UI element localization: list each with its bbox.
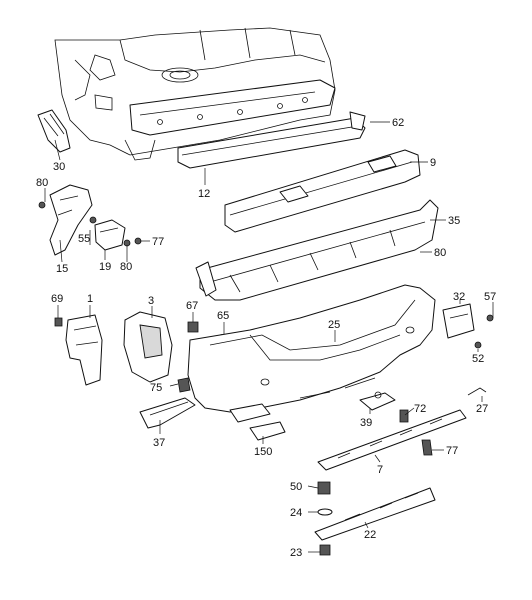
callout-77-lower: 77 <box>446 445 458 457</box>
callout-150: 150 <box>254 446 272 458</box>
part-27-wire <box>467 387 487 396</box>
part-1-bracket <box>54 314 103 386</box>
part-35-mount-bracket <box>195 199 439 301</box>
callout-62: 62 <box>392 117 404 129</box>
callout-37: 37 <box>153 437 165 449</box>
callout-7: 7 <box>377 464 383 476</box>
callout-52: 52 <box>472 353 484 365</box>
callout-27: 27 <box>476 403 488 415</box>
part-9-bumper-carrier <box>224 149 421 233</box>
leader-lines <box>44 121 494 553</box>
fasteners-left <box>38 201 142 247</box>
part-15-side-guide <box>49 184 93 256</box>
callout-3: 3 <box>148 295 154 307</box>
callout-50: 50 <box>290 481 302 493</box>
callout-23: 23 <box>290 547 302 559</box>
callout-65: 65 <box>217 310 229 322</box>
callout-39: 39 <box>360 417 372 429</box>
callout-9: 9 <box>430 157 436 169</box>
part-3-splash-guard <box>123 311 173 383</box>
callout-80-mid: 80 <box>120 261 132 273</box>
callout-75: 75 <box>150 382 162 394</box>
part-37-bracket <box>139 397 196 429</box>
callout-35: 35 <box>448 215 460 227</box>
callout-12: 12 <box>198 188 210 200</box>
callout-55: 55 <box>78 233 90 245</box>
part-150-trim <box>249 421 286 441</box>
part-39-holder <box>359 391 396 411</box>
callout-72: 72 <box>414 403 426 415</box>
fasteners-bottom <box>317 481 333 556</box>
callout-1: 1 <box>87 293 93 305</box>
callout-69: 69 <box>51 293 63 305</box>
callout-80-left: 80 <box>36 177 48 189</box>
callout-32: 32 <box>453 291 465 303</box>
callout-15: 15 <box>56 263 68 275</box>
part-30-bracket <box>37 109 71 153</box>
callout-19: 19 <box>99 261 111 273</box>
vehicle-rear-body-panel <box>54 27 336 161</box>
callout-57: 57 <box>484 291 496 303</box>
callout-22: 22 <box>364 529 376 541</box>
callout-77-upper: 77 <box>152 236 164 248</box>
callout-24: 24 <box>290 507 302 519</box>
part-32-bracket <box>442 303 494 349</box>
callout-80-right: 80 <box>434 247 446 259</box>
part-22-lower-strip <box>314 487 436 541</box>
callout-67: 67 <box>186 300 198 312</box>
part-12-absorber <box>177 111 366 169</box>
part-7-lower-trim <box>317 409 467 471</box>
part-72-clip <box>399 409 409 423</box>
callout-labels: 62 9 12 35 80 30 80 55 77 15 19 80 69 1 … <box>36 117 496 559</box>
callout-25: 25 <box>328 319 340 331</box>
part-19-bracket <box>94 219 126 251</box>
callout-30: 30 <box>53 161 65 173</box>
part-25-bumper-cover <box>187 284 436 423</box>
